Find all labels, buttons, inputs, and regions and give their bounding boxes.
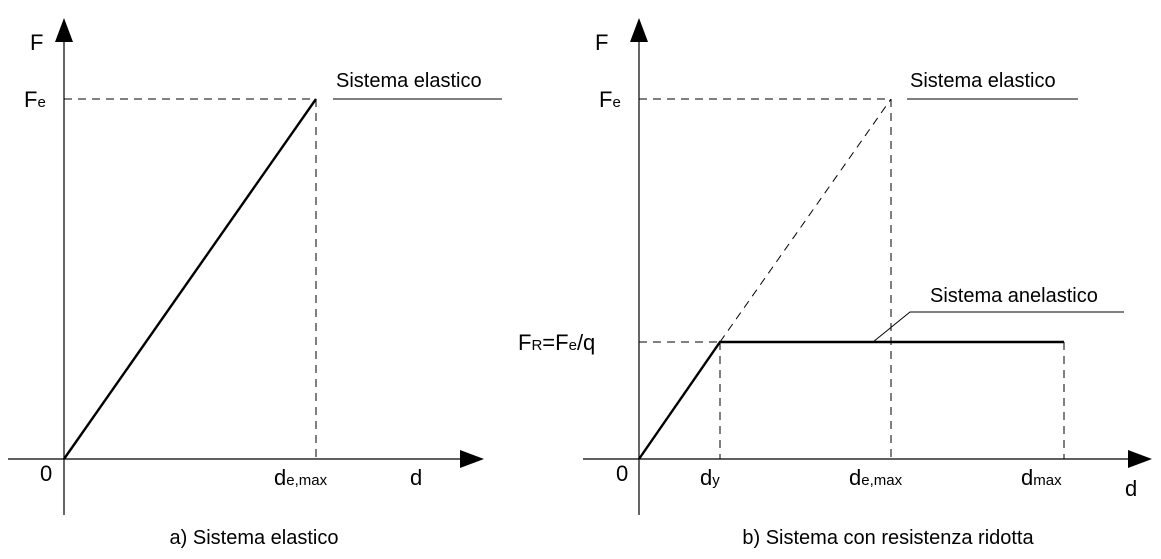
panel-b: F d 0 Sistema elastico Sistema anelastic… [518,18,1152,549]
panel-a-caption: a) Sistema elastico [170,527,339,549]
panel-b-y-axis-label: F [595,30,608,55]
panel-b-x-axis-label: d [1125,476,1137,501]
panel-a-origin-label: 0 [40,461,52,486]
panel-b-caption: b) Sistema con resistenza ridotta [742,527,1034,549]
panel-a: F d 0 Sistema elastico Fe de,max a) Sist… [8,18,502,549]
panel-b-x-arrow [1128,450,1152,468]
panel-a-x-axis-label: d [410,465,422,490]
panel-a-x-arrow [460,450,484,468]
panel-b-y-arrow [630,18,648,42]
panel-b-fe-label: Fe [599,87,621,112]
panel-b-origin-label: 0 [616,461,628,486]
panel-b-fr-label: FR=Fe/q [518,330,595,355]
panel-b-elastic-label: Sistema elastico [910,70,1056,92]
panel-b-elastic-dashed-line [719,98,892,343]
panel-b-inelastic-curve [638,340,1064,460]
panel-a-elastic-line [63,98,317,460]
panel-a-y-arrow [55,18,73,42]
panel-a-fe-label: Fe [24,87,46,112]
panel-a-elastic-label: Sistema elastico [336,70,482,92]
panel-b-demax-label: de,max [849,465,903,490]
panel-b-inelastic-label: Sistema anelastico [930,285,1098,307]
panel-a-demax-label: de,max [274,465,328,490]
panel-b-dmax-label: dmax [1021,465,1062,490]
panel-b-dy-label: dy [700,465,720,490]
panel-a-y-axis-label: F [30,30,43,55]
panel-b-inelastic-leader [872,311,1124,343]
